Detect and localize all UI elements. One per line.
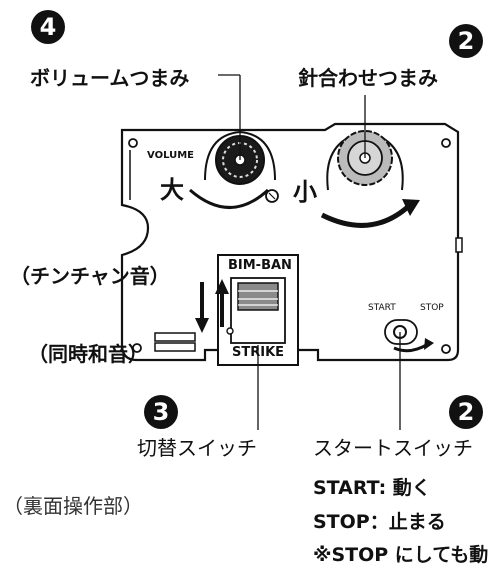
side-notch: [455, 237, 463, 253]
bim-ban-label: BIM-BAN: [228, 258, 292, 273]
mode-switch-slider: [237, 282, 279, 311]
start-switch-badge: 2: [449, 395, 483, 429]
small-label: 小: [293, 178, 317, 206]
start-description: START: 動く: [313, 477, 431, 499]
screw-hole-top-left: [128, 138, 138, 148]
start-label: START: [368, 303, 396, 313]
up-arrow-head: [215, 279, 229, 294]
indicator-dot: [226, 327, 234, 335]
down-arrow-head: [195, 318, 209, 333]
caption: （裏面操作部）: [3, 494, 143, 518]
chinchan-label: （チンチャン音）: [10, 264, 170, 288]
stop-description: STOP：止まる: [313, 511, 446, 533]
screw-hole-bottom-left: [132, 343, 142, 353]
start-switch-label: スタートスイッチ: [313, 436, 473, 460]
stop-label: STOP: [420, 303, 444, 313]
tuning-arc-arrow: [320, 203, 412, 228]
big-label: 大: [160, 176, 184, 204]
volume-text: VOLUME: [147, 150, 194, 161]
volume-screw: [265, 189, 279, 203]
start-switch-arrow: [393, 342, 429, 353]
tuning-arrow-head: [402, 199, 420, 216]
volume-badge: 4: [31, 10, 65, 44]
screw-hole-top-right: [441, 138, 451, 148]
mode-switch-label: 切替スイッチ: [137, 436, 257, 460]
strike-label: STRIKE: [232, 345, 285, 360]
tuning-badge: 2: [449, 24, 483, 58]
simultaneous-label: （同時和音）: [28, 342, 148, 366]
note-description: ※STOP にしても動: [313, 544, 488, 566]
volume-arc-arrow: [189, 188, 270, 209]
mode-switch-badge: 3: [144, 395, 178, 429]
volume-label: ボリュームつまみ: [30, 66, 190, 90]
tuning-label: 針合わせつまみ: [298, 66, 438, 90]
device-outline: [120, 122, 460, 362]
screw-hole-bottom-right: [441, 344, 451, 354]
